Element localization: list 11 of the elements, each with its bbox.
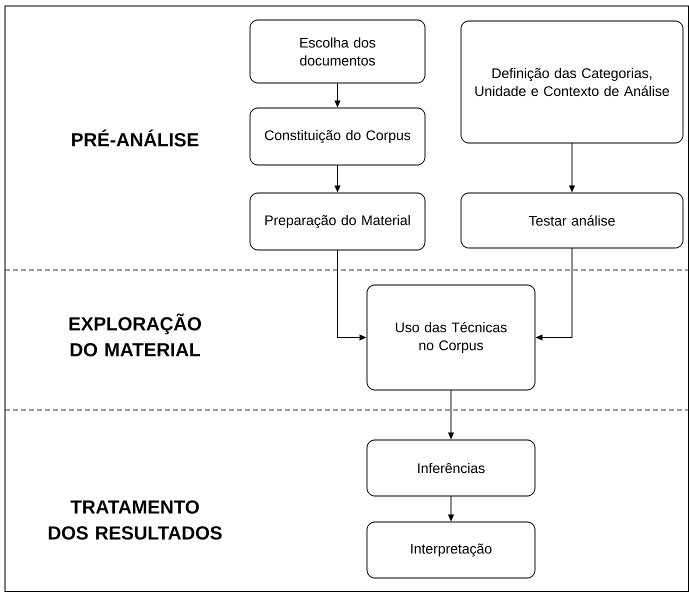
process-box: Uso das Técnicas no Corpus: [366, 284, 536, 390]
process-box: Escolha dos documentos: [250, 20, 426, 84]
section-heading: EXPLORAÇÃO DO MATERIAL: [70, 314, 201, 356]
section-heading: PRÉ-ANÁLISE: [72, 130, 198, 146]
process-box: Definição das Categorias, Unidade e Contexto de Análise: [460, 20, 684, 144]
process-box: Testar análise: [460, 192, 684, 248]
process-box: Preparação do Material: [250, 192, 426, 250]
process-box: Interpretação: [366, 522, 536, 578]
process-box: Constituição do Corpus: [250, 108, 426, 166]
process-box: Inferências: [366, 440, 536, 496]
section-heading: TRATAMENTO DOS RESULTADOS: [48, 500, 222, 540]
